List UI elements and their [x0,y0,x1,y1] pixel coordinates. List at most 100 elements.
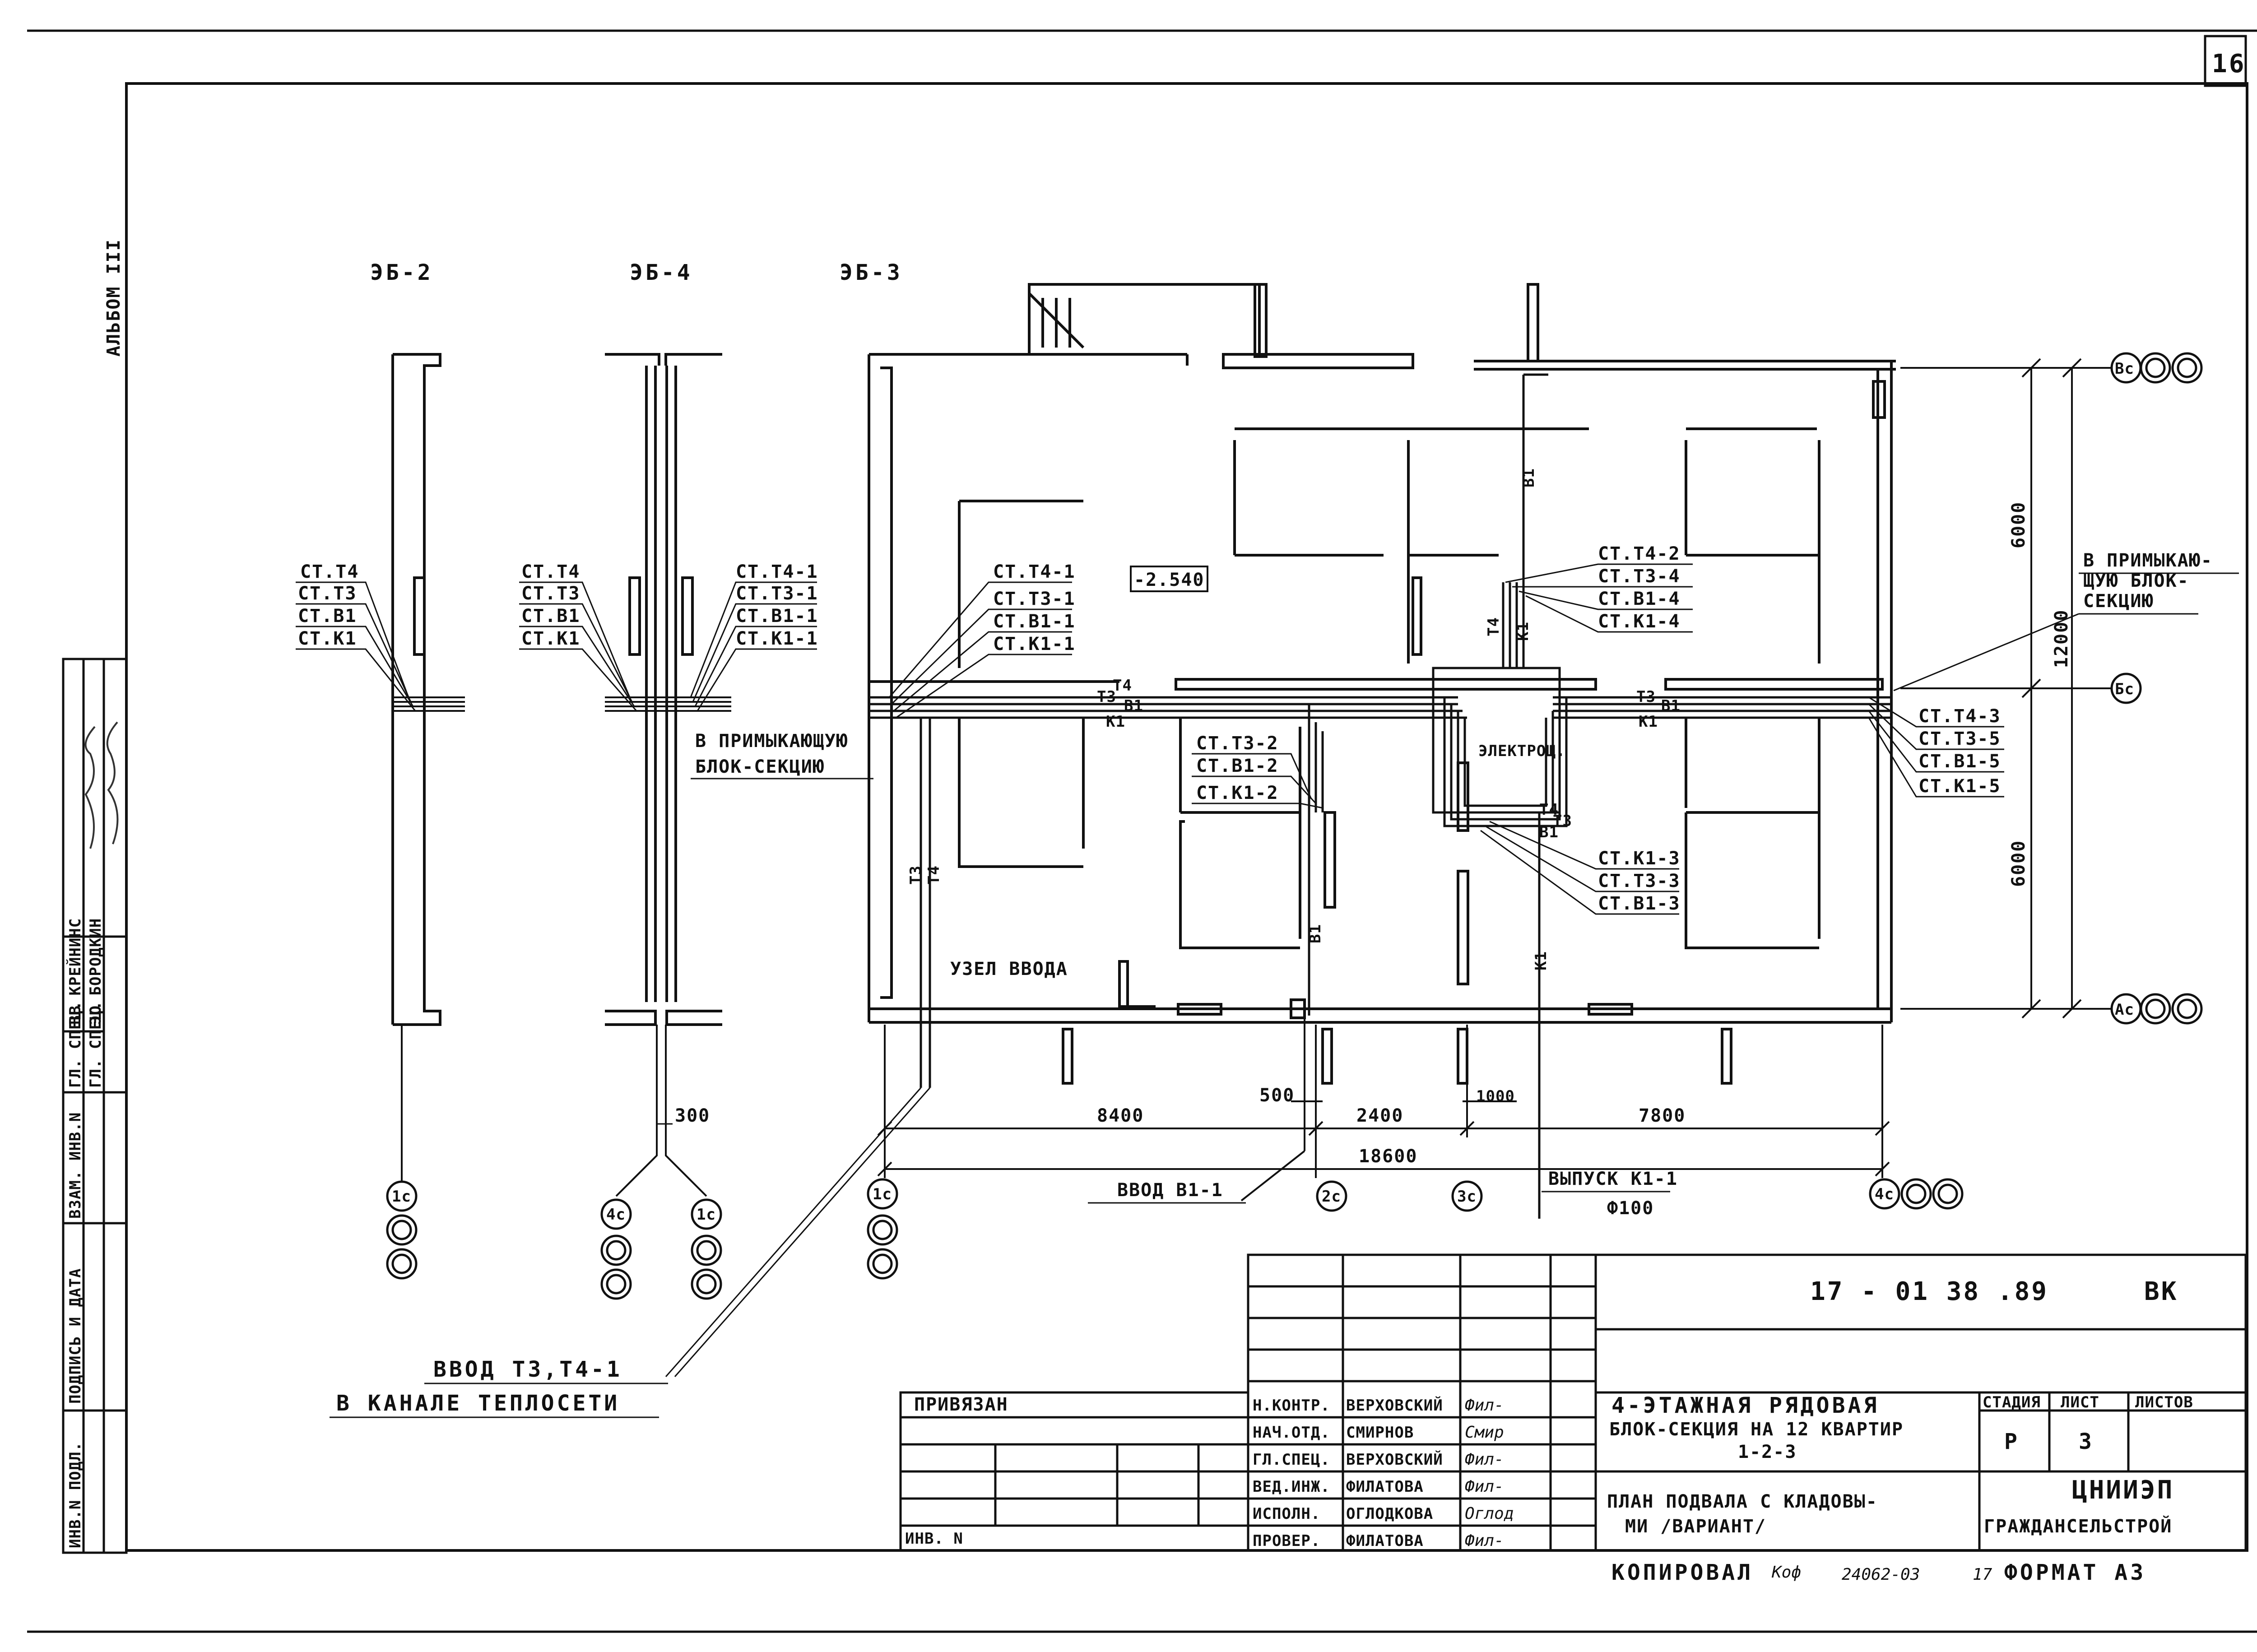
riser-label: СТ.Т4-1 [736,561,818,582]
title-block-names: ВЕРХОВСКИЙ СМИРНОВ ВЕРХОВСКИЙ ФИЛАТОВА О… [1346,1396,1443,1550]
eb4-walls [605,353,722,1197]
riser-label: СТ.Т4 [521,561,580,582]
stamp-col-sign: ПОДПИСЬ И ДАТА [66,1268,84,1404]
axis-markers-bottom [386,1178,1964,1300]
axis-1c-eb4: 1с [697,1206,716,1224]
axis-1c-eb2: 1с [392,1188,411,1206]
riser-label: СТ.К1-5 [1918,776,2001,797]
org-name-2: ГРАЖДАНСЕЛЬСТРОЙ [1984,1515,2172,1537]
eb4-riser-labels-left: СТ.Т4 СТ.Т3 СТ.В1 СТ.К1 [521,561,580,649]
format-label: ФОРМАТ А3 [2004,1560,2146,1585]
signature-cell: Фил- [1465,1477,1504,1496]
org-name-1: ЦНИИЭП [2072,1476,2174,1505]
adjacent-right-leader [1893,572,2239,691]
pipe-tag-t4: Т4 [1485,617,1503,636]
title-block [899,1253,2247,1552]
section-eb2: ЭБ-2 [370,260,433,285]
riser-label: СТ.Т3-5 [1918,729,2001,749]
riser-label: СТ.В1-1 [736,606,818,626]
riser-label: СТ.Т4-3 [1918,706,2001,727]
role-cell: НАЧ.ОТД. [1253,1424,1330,1442]
eb2-leaders [296,581,416,711]
section-eb4: ЭБ-4 [630,260,693,285]
role-cell: ВЕД.ИНЖ. [1253,1478,1330,1496]
heat-channel-label: В КАНАЛЕ ТЕПЛОСЕТИ [336,1391,620,1416]
riser-label: СТ.В1-4 [1598,589,1681,609]
project-title-2: БЛОК-СЕКЦИЯ НА 12 КВАРТИР [1609,1419,1904,1440]
inv-no-label: ИНВ. N [905,1530,963,1548]
risers-3-leaders [1480,821,1679,915]
dim-horizontal [877,1025,1890,1178]
pipe-tag-k1: К1 [1514,622,1532,641]
dim-vertical [1900,358,2122,1019]
risers-5-leaders [1868,696,2004,798]
signature-cell: Фил- [1465,1396,1504,1415]
adjacent-note-2: БЛОК-СЕКЦИЮ [695,756,825,777]
name-cell: ВЕРХОВСКИЙ [1346,1396,1443,1415]
plan-walls [868,283,1896,1085]
riser-label: СТ.К1-4 [1598,611,1681,632]
input-t3t4-label: ВВОД Т3,Т4-1 [433,1357,622,1382]
riser-label: СТ.К1 [521,628,580,649]
name-cell: ВЕРХОВСКИЙ [1346,1450,1443,1469]
sheet-title-2: МИ /ВАРИАНТ/ [1625,1516,1766,1537]
riser-label: СТ.Т4-2 [1598,543,1681,564]
eb2-wall [391,353,441,1183]
axis-bc: Вс [2115,360,2134,378]
eb2-pipe-bundle [393,696,465,712]
signature-cell: Оглод [1465,1504,1514,1523]
pipe-tags: Т3 Т4 В1 К1 Т3 В1 К1 Т4 Т3 В1 В1 Т4 К1 В… [907,468,1680,970]
adjacent-note-1: В ПРИМЫКАЮЩУЮ [695,731,848,752]
riser-label: СТ.В1-5 [1918,751,2001,772]
riser-label: СТ.Т4 [300,561,359,582]
title-block-roles: Н.КОНТР. НАЧ.ОТД. ГЛ.СПЕЦ. ВЕД.ИНЖ. ИСПО… [1253,1397,1330,1550]
name-cell: ФИЛАТОВА [1346,1478,1424,1496]
copied-label: КОПИРОВАЛ [1611,1560,1753,1585]
title-block-signatures: Фил- Смир Фил- Фил- Оглод Фил- [1465,1396,1514,1550]
pipe-tag-b1: В1 [1124,697,1143,715]
dim-500: 500 [1259,1085,1295,1106]
axis-bsc: Бс [2115,680,2134,698]
bound-label: ПРИВЯЗАН [914,1394,1008,1415]
sheet-number: 16 [2212,49,2246,79]
elevation-box [1130,566,1208,592]
name-cell: СМИРНОВ [1346,1424,1414,1442]
stage-header: СТАДИЯ [1983,1393,2041,1411]
pipe-tag-k1: К1 [1639,713,1658,731]
riser-label: СТ.К1-1 [736,628,818,649]
pipe-tag-t3: Т3 [1636,688,1656,706]
project-title-1: 4-ЭТАЖНАЯ РЯДОВАЯ [1611,1393,1879,1418]
left-stamp [62,658,128,1554]
signature-cell: Фил- [1465,1450,1504,1469]
axis-ac: Ас [2115,1001,2134,1019]
riser-label: СТ.Т3-3 [1598,871,1681,891]
axis-2c: 2с [1322,1188,1341,1206]
eb3-leaders [888,581,1072,719]
role-cell: ИСПОЛН. [1253,1505,1320,1523]
stamp-name-1: ВВ КРЕЙНИНС [66,918,84,1025]
project-title-3: 1-2-3 [1738,1442,1797,1462]
footer-num: 17 [1973,1565,1992,1584]
pipe-network [665,373,1891,1377]
riser-label: СТ.Т3-4 [1598,566,1681,587]
pipe-tag-t3: Т3 [1097,688,1116,706]
dim-7800: 7800 [1639,1105,1686,1126]
eb3-riser-labels: СТ.Т4-1 СТ.Т3-1 СТ.В1-1 СТ.К1-1 [993,561,1075,654]
pipe-tag-b1: В1 [1520,468,1538,487]
eb4-leaders [519,581,817,711]
pipe-tag-t3: Т3 [907,865,925,885]
risers-5-labels: СТ.Т4-3 СТ.Т3-5 СТ.В1-5 СТ.К1-5 [1918,706,2001,797]
riser-label: СТ.Т3-2 [1196,733,1279,754]
section-eb3: ЭБ-3 [840,260,903,285]
dim-18600: 18600 [1359,1146,1417,1167]
eb4-riser-labels-right: СТ.Т4-1 СТ.Т3-1 СТ.В1-1 СТ.К1-1 [736,561,818,649]
stamp-role-2: ГЛ. СПЕЦ. [87,1001,105,1088]
risers-2-labels: СТ.Т3-2 СТ.В1-2 СТ.К1-2 [1196,733,1279,803]
elevation-value: -2.540 [1134,570,1205,590]
electro-room-label: ЭЛЕКТРОЩ. [1478,742,1565,760]
riser-label: СТ.Т3 [298,583,357,604]
role-cell: Н.КОНТР. [1253,1397,1330,1415]
pipe-tag-b1: В1 [1306,924,1324,943]
pipe-tag-b1: В1 [1539,823,1559,841]
